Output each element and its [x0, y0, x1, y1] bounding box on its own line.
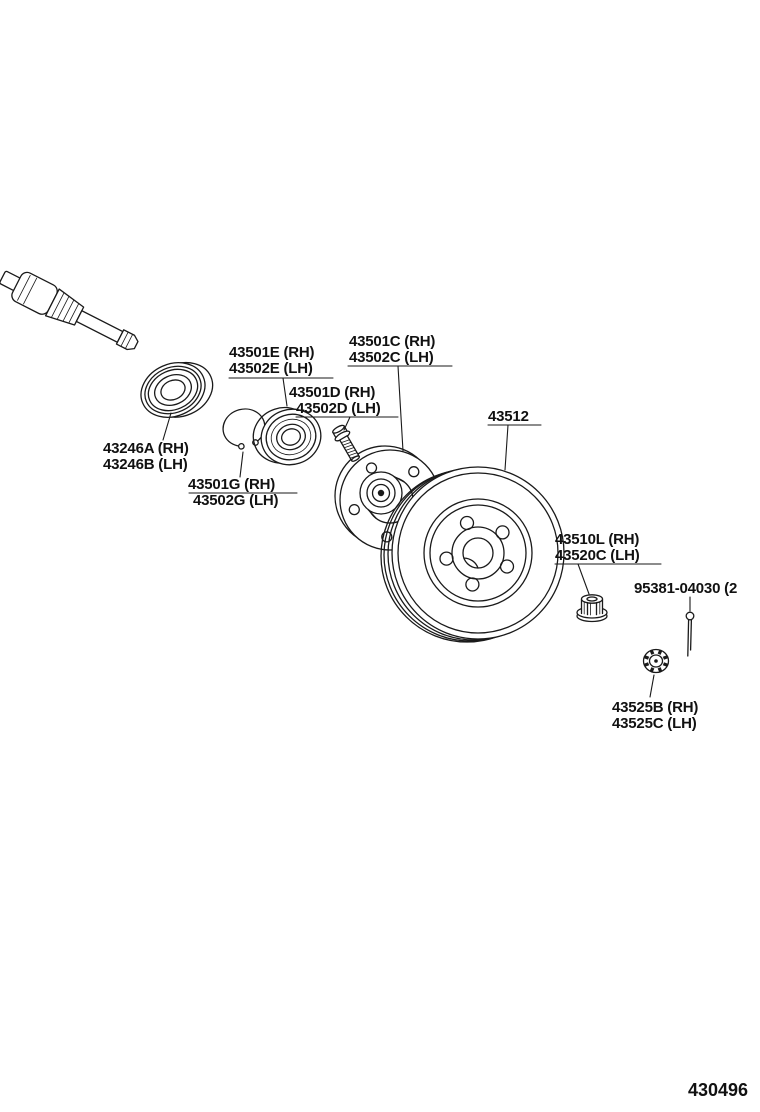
label-bearing-line1: 43501E (RH) [229, 344, 315, 361]
drawing-number: 430496 [688, 1080, 748, 1100]
disc-rotor-icon [380, 466, 565, 643]
oil-seal-icon [140, 361, 214, 418]
label-nut-cap-line2: 43525C (LH) [612, 715, 697, 732]
label-hub-nut-line2: 43520C (LH) [555, 547, 640, 564]
cotter-pin-icon [685, 611, 695, 657]
label-hub-bolt-line2: 43502D (LH) [296, 400, 381, 417]
label-nut-cap-line1: 43525B (RH) [612, 699, 698, 716]
nut-cap-icon [642, 648, 670, 674]
drive-shaft-icon [0, 270, 139, 351]
leader-disc [487, 424, 542, 471]
leader-hub-nut [554, 563, 662, 595]
leader-bearing [228, 377, 334, 407]
label-hub-line2: 43502C (LH) [349, 349, 434, 366]
leader-snap-ring [188, 451, 298, 494]
label-hub-nut-line1: 43510L (RH) [555, 531, 639, 548]
label-snap-ring-line2: 43502G (LH) [193, 492, 279, 509]
hub-bolt-icon [332, 424, 360, 462]
label-oil-seal-line2: 43246B (LH) [103, 456, 188, 473]
label-disc: 43512 [488, 408, 529, 425]
label-oil-seal-line1: 43246A (RH) [103, 440, 189, 457]
leader-oil-seal [162, 412, 172, 441]
label-hub-bolt-line1: 43501D (RH) [289, 384, 375, 401]
label-hub-line1: 43501C (RH) [349, 333, 435, 350]
label-bearing-line2: 43502E (LH) [229, 360, 313, 377]
label-cotter-pin: 95381-04030 (2 [634, 580, 737, 597]
bearing-icon [252, 406, 322, 466]
leader-hub [347, 365, 453, 452]
leader-hub-bolt [295, 416, 399, 431]
label-snap-ring-line1: 43501G (RH) [188, 476, 275, 493]
leader-nut-cap [649, 674, 655, 698]
hub-nut-icon [576, 594, 608, 623]
